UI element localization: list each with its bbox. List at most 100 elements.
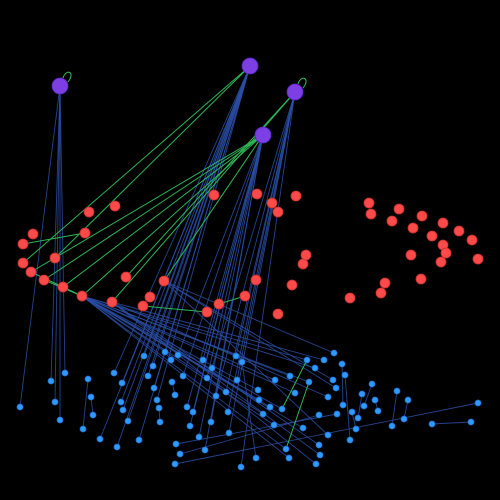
- edge-l83-l84: [363, 383, 373, 407]
- edge-l87-l88: [391, 390, 398, 427]
- node-leaf-l33: [186, 422, 194, 430]
- node-leaf-l83: [360, 402, 368, 410]
- node-leaf-l29: [172, 440, 180, 448]
- node-leaf-l49: [252, 454, 260, 462]
- edge-h2-l20: [152, 65, 251, 367]
- node-leaf-l43: [224, 408, 232, 416]
- edge-m16-l61: [81, 295, 304, 429]
- node-leaf-l20: [149, 362, 157, 370]
- node-mid-m3: [208, 189, 220, 201]
- node-mid-m4: [251, 188, 263, 200]
- self-loop-h3: [297, 77, 307, 89]
- node-leaf-l45: [232, 352, 240, 360]
- node-leaf-l56: [278, 405, 286, 413]
- edge-h2-m12: [22, 65, 251, 264]
- edge-h4-m13: [30, 134, 264, 273]
- edges-layer: [19, 65, 479, 468]
- node-leaf-l35: [195, 433, 203, 441]
- node-mid-m10: [79, 227, 91, 239]
- node-leaf-l41: [212, 392, 220, 400]
- node-mid-m39: [466, 234, 478, 246]
- node-leaf-l4: [56, 416, 64, 424]
- edge-m16-l57: [81, 295, 287, 450]
- node-leaf-l23: [155, 404, 163, 412]
- edge-m19-l73: [163, 280, 337, 389]
- node-leaf-l25: [161, 348, 169, 356]
- node-leaf-l94: [171, 460, 179, 468]
- node-mid-m21: [137, 300, 149, 312]
- edge-m16-l60: [81, 295, 296, 394]
- node-leaf-l61: [299, 424, 307, 432]
- node-mid-m1: [83, 206, 95, 218]
- node-leaf-l96: [315, 411, 323, 419]
- edge-m16-l54: [81, 295, 275, 426]
- node-leaf-l95: [176, 450, 184, 458]
- node-leaf-l58: [285, 454, 293, 462]
- edge-h1-l3: [54, 85, 61, 403]
- node-leaf-l55: [271, 376, 279, 384]
- edge-h4-l31: [182, 134, 264, 377]
- node-leaf-l51: [255, 396, 263, 404]
- node-leaf-l3: [51, 398, 59, 406]
- nodes-layer: [16, 57, 484, 471]
- node-leaf-l27: [168, 378, 176, 386]
- edge-h3-l41: [215, 91, 296, 397]
- edge-l56-l62: [281, 359, 308, 410]
- node-leaf-l75: [338, 360, 346, 368]
- node-mid-m16: [76, 290, 88, 302]
- node-mid-m37: [437, 217, 449, 229]
- edge-h4-m14: [43, 134, 264, 281]
- node-leaf-l24: [156, 418, 164, 426]
- edge-l57-l63: [285, 381, 310, 450]
- edge-h1-l1: [19, 85, 61, 408]
- node-leaf-l2: [47, 377, 55, 385]
- node-leaf-l54: [270, 421, 278, 429]
- node-leaf-l67: [316, 451, 324, 459]
- node-mid-m25: [250, 274, 262, 286]
- node-leaf-l48: [238, 358, 246, 366]
- node-leaf-l18: [140, 352, 148, 360]
- node-mid-m36: [426, 230, 438, 242]
- node-leaf-l79: [348, 408, 356, 416]
- node-leaf-l17: [135, 436, 143, 444]
- node-leaf-l86: [374, 407, 382, 415]
- edge-m17-l66: [111, 301, 320, 446]
- node-mid-m43: [472, 253, 484, 265]
- node-mid-m26: [286, 279, 298, 291]
- node-mid-m9: [17, 238, 29, 250]
- node-leaf-l88: [393, 387, 401, 395]
- edge-h4-l35: [198, 134, 264, 438]
- node-mid-m22: [201, 306, 213, 318]
- node-mid-m13: [25, 266, 37, 278]
- node-leaf-l78: [346, 436, 354, 444]
- node-mid-m27: [297, 258, 309, 270]
- node-leaf-l14: [117, 398, 125, 406]
- edge-h1-l2: [50, 85, 61, 382]
- node-leaf-l52: [259, 410, 267, 418]
- node-leaf-l81: [354, 414, 362, 422]
- node-leaf-l82: [358, 390, 366, 398]
- edge-h2-m11: [54, 65, 251, 259]
- node-leaf-l11: [110, 369, 118, 377]
- node-leaf-l89: [400, 415, 408, 423]
- node-leaf-l19: [144, 372, 152, 380]
- node-mid-m23: [213, 298, 225, 310]
- node-leaf-l31: [179, 372, 187, 380]
- edge-l48-l49: [241, 361, 257, 459]
- node-leaf-l60: [291, 389, 299, 397]
- node-leaf-l7: [84, 375, 92, 383]
- edge-h3-l45: [235, 91, 296, 357]
- node-leaf-l93: [474, 399, 482, 407]
- node-leaf-l46: [233, 376, 241, 384]
- node-leaf-l40: [208, 364, 216, 372]
- edge-m16-l52: [81, 295, 264, 415]
- node-mid-m14: [38, 274, 50, 286]
- node-mid-m48: [344, 292, 356, 304]
- node-leaf-l64: [311, 364, 319, 372]
- node-leaf-l44: [225, 429, 233, 437]
- edge-l81-l82: [357, 393, 363, 419]
- node-mid-m41: [440, 247, 452, 259]
- edge-m21-m22: [142, 305, 208, 313]
- node-leaf-l53: [266, 403, 274, 411]
